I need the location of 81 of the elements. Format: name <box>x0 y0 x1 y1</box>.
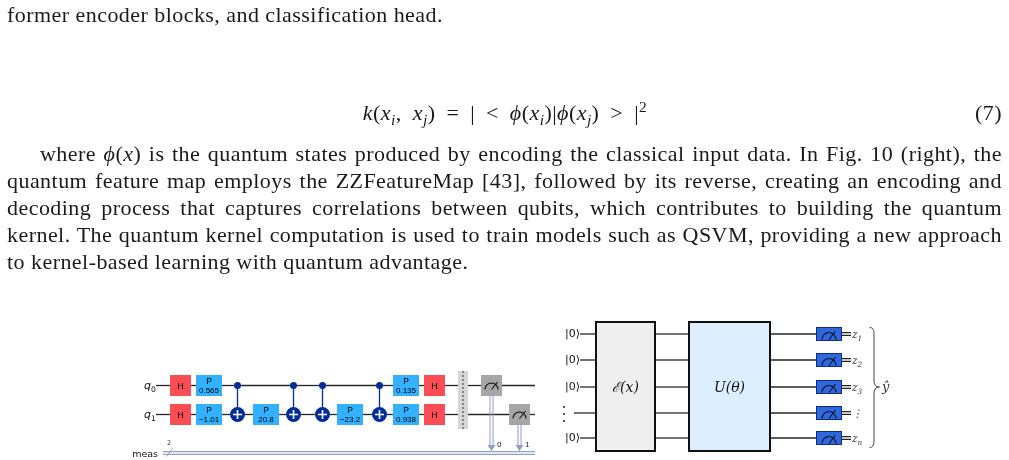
output-label: z$_{n}$ <box>852 431 863 446</box>
gate-parameter: 0.135 <box>396 385 416 395</box>
wire <box>579 333 596 335</box>
block-label: U(θ) <box>713 378 746 395</box>
gate-symbol: P <box>347 405 353 415</box>
block-label: ℰ(x) <box>612 378 639 396</box>
output-label: z$_{1}$ <box>852 327 863 342</box>
qubit-label: q$_{1}$ <box>144 406 156 423</box>
input-state-label: |0⟩ <box>565 327 580 341</box>
control-dot <box>290 382 297 389</box>
measurement-gate <box>816 431 842 445</box>
gate-parameter: 0.938 <box>396 414 416 424</box>
measurement-arrow <box>515 424 524 452</box>
gate-symbol: H <box>431 380 438 391</box>
register-label: meas <box>132 447 158 459</box>
wire <box>190 384 197 387</box>
measurement-gate <box>816 353 842 367</box>
equation-number: (7) <box>975 99 1002 126</box>
gate-symbol: P <box>206 405 212 415</box>
gate-symbol: H <box>431 409 438 420</box>
measurement-arrow <box>487 395 496 452</box>
wire <box>579 386 596 388</box>
gate-parameter: 20.8 <box>258 414 274 424</box>
equation: k(x$_{i}$, x$_{j}$) = | < ϕ(x$_{i}$)|ϕ(x$_{j}$) > |$^{2}$ <box>362 99 648 126</box>
output-label: ŷ <box>882 379 890 395</box>
measurement-gate <box>816 406 842 420</box>
wire <box>296 384 320 387</box>
measurement-gate <box>481 375 502 396</box>
wire <box>240 384 291 387</box>
body-text: former encoder blocks, and classification head. <box>7 1 443 28</box>
wire <box>325 384 377 387</box>
gate-symbol: P <box>403 405 409 415</box>
wire <box>501 384 536 387</box>
measurement-gate <box>509 404 530 425</box>
cnot-target <box>230 407 245 422</box>
control-dot <box>234 382 241 389</box>
output-label: ⋮ <box>852 406 863 421</box>
wire <box>418 413 425 416</box>
wire <box>418 384 425 387</box>
gate-symbol: P <box>206 376 212 386</box>
body-paragraph: where ϕ(x) is the quantum states produced by encoding the classical input data. In Fig. 10 (right), the quantum feature map employs the ZZFeatureMap [43], followed by its reverse, creating an encoding and decoding process that captures correlations between qubits, which contributes to building the quantum kernel. The quantum kernel computation is used to train models such as QSVM, providing a new approach to kernel-based learning with quantum advantage. <box>7 140 1002 275</box>
input-state-label: |0⟩ <box>565 380 580 394</box>
wire <box>655 386 689 388</box>
output-label: z$_{2}$ <box>852 353 863 368</box>
gate-symbol: H <box>177 409 184 420</box>
wire <box>579 437 596 439</box>
gate-symbol: P <box>263 405 269 415</box>
wire <box>529 413 536 416</box>
wire <box>467 413 510 416</box>
measurement-gate <box>816 380 842 394</box>
gate-symbol: P <box>403 376 409 386</box>
wire <box>655 437 689 439</box>
control-dot <box>376 382 383 389</box>
wire <box>573 412 596 414</box>
wire <box>655 359 689 361</box>
cnot-target <box>286 407 301 422</box>
wire <box>770 412 817 414</box>
gate-symbol: H <box>177 380 184 391</box>
classical-register <box>163 451 535 455</box>
wire <box>655 412 689 414</box>
gate-parameter: 0.565 <box>199 385 219 395</box>
wire <box>770 386 817 388</box>
input-state-label: |0⟩ <box>565 431 580 445</box>
wire <box>770 359 817 361</box>
cnot-target <box>315 407 330 422</box>
wire <box>770 437 817 439</box>
input-state-label: |0⟩ <box>565 353 580 367</box>
wire <box>655 333 689 335</box>
wire <box>386 413 394 416</box>
wire <box>770 333 817 335</box>
cnot-target <box>372 407 387 422</box>
control-dot <box>319 382 326 389</box>
wire <box>190 413 197 416</box>
gate-parameter: −1.01 <box>198 414 220 424</box>
vertical-ellipsis: ⋮ <box>554 401 574 425</box>
wire <box>579 359 596 361</box>
measurement-gate <box>816 327 842 341</box>
qubit-label: q$_{0}$ <box>144 377 156 394</box>
output-label: z$_{3}$ <box>852 380 863 395</box>
gate-parameter: −23.2 <box>339 414 361 424</box>
barrier <box>458 371 468 429</box>
